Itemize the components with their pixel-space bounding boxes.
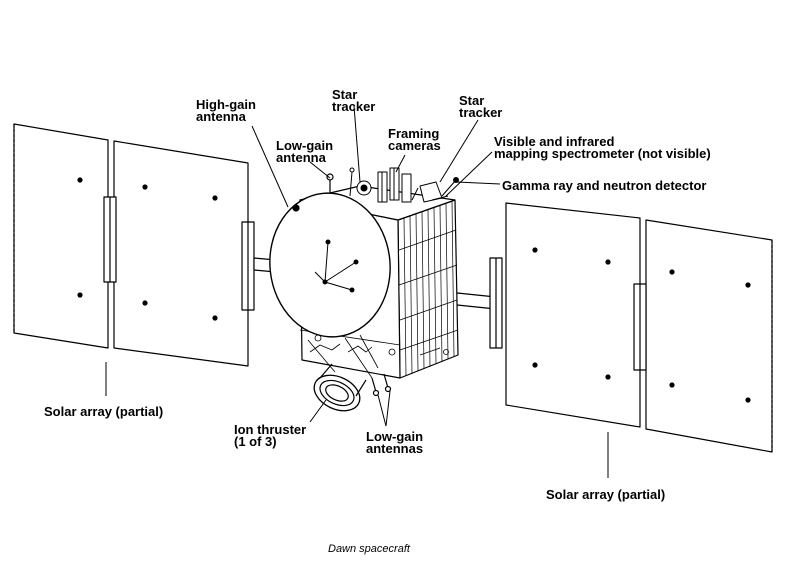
label-high-gain-antenna: High-gain antenna [196, 97, 256, 124]
label-low-gain-antenna: Low-gain antenna [276, 138, 334, 165]
label-star-tracker-2: Star tracker [459, 93, 503, 120]
low-gain-antenna-top [326, 173, 334, 200]
label-line: Low-gain [276, 138, 334, 153]
label-line: Framing [388, 126, 440, 141]
label-star-tracker-1: Star tracker [332, 87, 376, 114]
label-framing-cameras: Framing cameras [388, 126, 441, 153]
ion-thruster [313, 363, 367, 412]
low-gain-antennas-bottom [371, 373, 392, 397]
label-line: antennas [366, 441, 424, 456]
label-line: Star [459, 93, 485, 108]
label-line: Star [332, 87, 358, 102]
label-ion-thruster: Ion thruster (1 of 3) [234, 422, 307, 449]
label-line: cameras [388, 138, 441, 153]
label-line: tracker [459, 105, 503, 120]
top-instruments [349, 167, 459, 203]
label-line: Ion thruster [234, 422, 307, 437]
label-line: antenna [276, 150, 326, 165]
label-line: (1 of 3) [234, 434, 277, 449]
high-gain-antenna-dish [269, 192, 391, 338]
figure-caption: Dawn spacecraft [328, 543, 410, 555]
label-solar-array-left: Solar array (partial) [44, 404, 164, 419]
label-solar-array-right: Solar array (partial) [546, 487, 666, 502]
label-vir-spectrometer: Visible and infrared mapping spectromete… [494, 134, 711, 161]
label-gamma-ray-neutron-detector: Gamma ray and neutron detector [502, 178, 707, 193]
label-line: High-gain [196, 97, 256, 112]
right-solar-array [427, 202, 773, 453]
label-line: mapping spectrometer (not visible) [494, 146, 711, 161]
label-low-gain-antennas: Low-gain antennas [366, 429, 424, 456]
label-line: tracker [332, 99, 376, 114]
label-line: Visible and infrared [494, 134, 615, 149]
label-line: antenna [196, 109, 246, 124]
left-solar-array [13, 123, 299, 367]
label-line: Low-gain [366, 429, 424, 444]
leader-lines [105, 105, 609, 478]
